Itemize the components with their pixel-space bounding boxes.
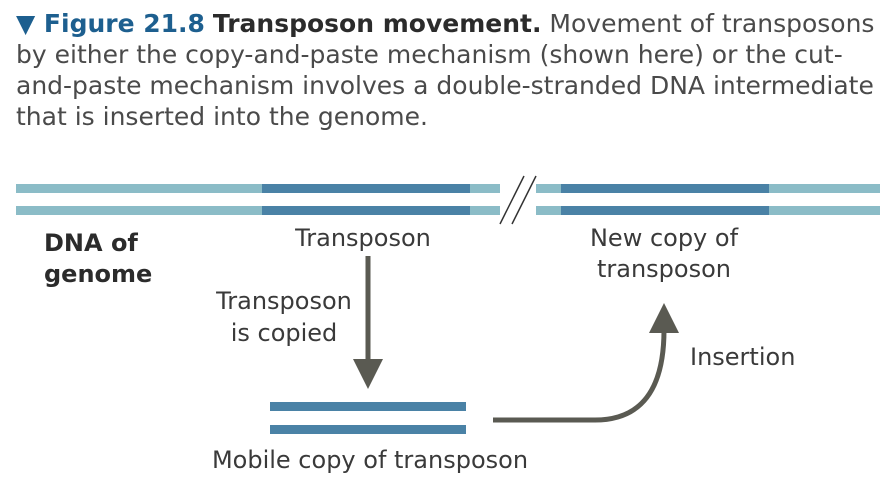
copied-label-line2: is copied <box>231 319 338 347</box>
transposon-segment-top <box>262 184 470 193</box>
figure-caption: ▼ Figure 21.8 Transposon movement. Movem… <box>16 8 891 132</box>
figure-title: Transposon movement. <box>212 9 542 38</box>
new-copy-segment-top <box>561 184 769 193</box>
break-mark <box>499 175 537 225</box>
new-copy-label-line1: New copy of <box>590 224 739 252</box>
mobile-copy-label: Mobile copy of transposon <box>212 446 528 474</box>
mobile-copy-strand-bottom <box>270 425 466 434</box>
new-copy-label-line2: transposon <box>597 255 731 283</box>
transposon-label: Transposon <box>294 224 431 252</box>
insertion-arrow <box>493 303 679 423</box>
copied-label-line1: Transposon <box>215 287 352 315</box>
transposon-segment-bottom <box>262 206 470 215</box>
dna-of-genome-label-line1: DNA of <box>44 229 138 257</box>
mobile-copy-strand-top <box>270 402 466 411</box>
dna-of-genome-label-line2: genome <box>44 260 152 288</box>
insertion-label: Insertion <box>690 343 795 371</box>
figure-label: ▼ Figure 21.8 <box>16 9 205 38</box>
caption-text: Movement of transposons by either the co… <box>16 9 875 131</box>
new-copy-segment-bottom <box>561 206 769 215</box>
